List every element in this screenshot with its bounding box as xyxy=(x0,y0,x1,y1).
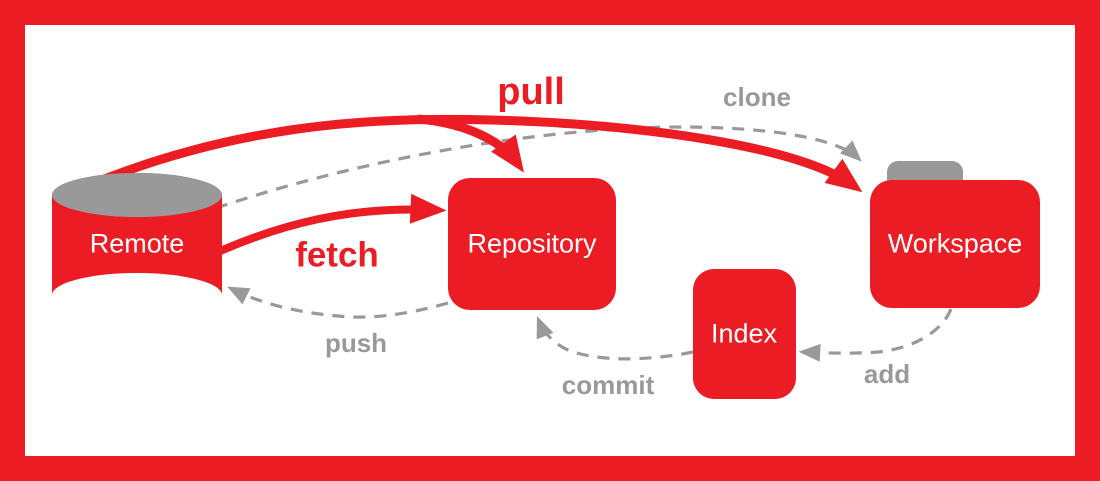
index-box xyxy=(693,269,796,399)
workspace-box xyxy=(870,180,1040,308)
remote-node xyxy=(52,173,222,295)
pull-edge-label: pull xyxy=(497,71,565,113)
workspace-node xyxy=(870,161,1040,308)
commit-edge-label: commit xyxy=(561,370,655,400)
add-edge-label: add xyxy=(863,359,911,389)
repository-box xyxy=(448,178,616,310)
repository-node xyxy=(448,178,616,310)
fetch-arrow xyxy=(216,193,447,256)
repository-node-label: Repository xyxy=(467,228,597,259)
remote-node-label: Remote xyxy=(89,228,185,259)
push-edge-label: push xyxy=(324,328,388,358)
push-arrow xyxy=(227,286,449,319)
index-node-label: Index xyxy=(710,318,778,349)
commit-arrow xyxy=(536,315,694,361)
fetch-edge-label: fetch xyxy=(295,235,379,275)
pull-arrow xyxy=(90,114,863,193)
add-arrow xyxy=(798,308,953,362)
workspace-node-label: Workspace xyxy=(887,228,1023,259)
index-node xyxy=(693,269,796,399)
remote-cylinder-top xyxy=(52,173,222,217)
pull-branch-arrow xyxy=(417,114,525,173)
clone-edge-label: clone xyxy=(723,82,791,112)
